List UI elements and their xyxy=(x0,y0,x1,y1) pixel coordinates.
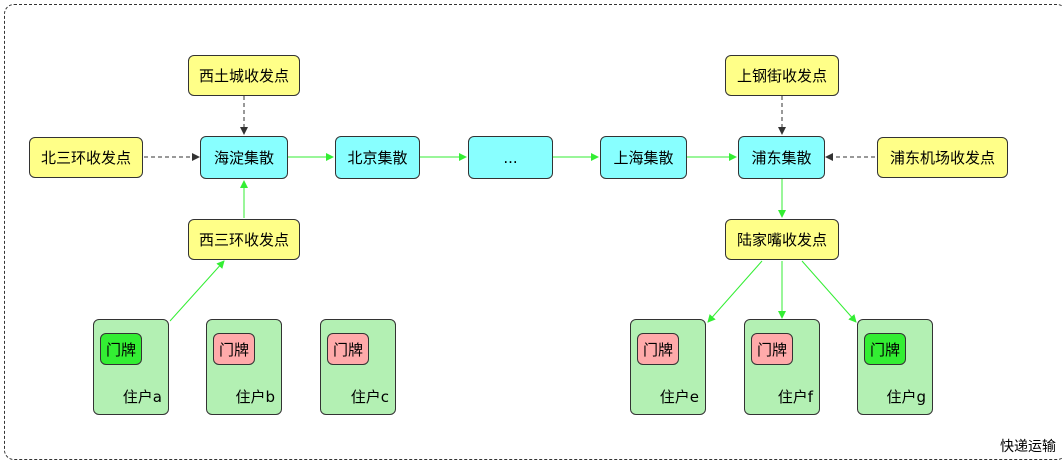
household-c: 门牌 住户c xyxy=(320,319,396,415)
lujiazui-station: 陆家嘴收发点 xyxy=(725,219,839,260)
edge-lujiazui-householde xyxy=(707,260,763,323)
xisanhuan-station: 西三环收发点 xyxy=(188,219,300,260)
edge-lujiazui-householdg xyxy=(801,260,857,323)
resident-label: 住户g xyxy=(886,388,926,406)
ellipsis-hub: ... xyxy=(468,136,553,179)
diagram-frame xyxy=(4,4,1062,460)
door-plate: 门牌 xyxy=(637,333,679,365)
xitucheng-station: 西土城收发点 xyxy=(188,55,300,96)
shanghai-hub: 上海集散 xyxy=(600,136,687,179)
shanggangjie-station: 上钢街收发点 xyxy=(725,55,839,96)
diagram-caption: 快递运输 xyxy=(1000,439,1056,455)
resident-label: 住户f xyxy=(777,388,813,406)
household-g: 门牌 住户g xyxy=(857,319,933,415)
door-plate: 门牌 xyxy=(213,333,255,365)
pudong-hub: 浦东集散 xyxy=(738,136,825,179)
pudongjichang-station: 浦东机场收发点 xyxy=(877,137,1008,178)
household-b: 门牌 住户b xyxy=(206,319,282,415)
haidian-hub: 海淀集散 xyxy=(200,136,288,179)
household-a: 门牌 住户a xyxy=(93,319,169,415)
beijing-hub: 北京集散 xyxy=(335,136,420,179)
resident-label: 住户b xyxy=(235,388,275,406)
door-plate: 门牌 xyxy=(864,333,906,365)
door-plate: 门牌 xyxy=(751,333,793,365)
door-plate: 门牌 xyxy=(100,333,142,365)
resident-label: 住户a xyxy=(122,388,162,406)
resident-label: 住户e xyxy=(659,388,699,406)
resident-label: 住户c xyxy=(350,388,389,406)
household-f: 门牌 住户f xyxy=(744,319,820,415)
edge-householda-xisanhuan xyxy=(169,260,225,322)
beisanhuan-station: 北三环收发点 xyxy=(29,137,143,178)
household-e: 门牌 住户e xyxy=(630,319,706,415)
door-plate: 门牌 xyxy=(327,333,369,365)
